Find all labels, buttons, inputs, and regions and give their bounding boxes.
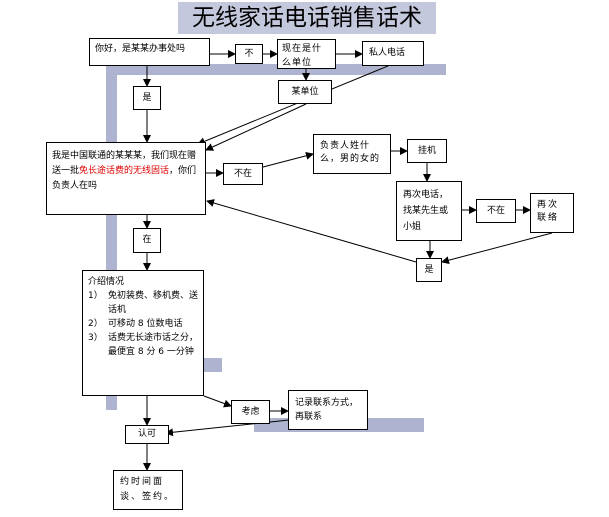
arrow-later-yes (441, 232, 553, 265)
arrow-list-consider (203, 395, 232, 408)
decor-band-mid (200, 358, 222, 372)
node-consider: 考虑 (231, 400, 270, 424)
arrow-yes-intro-back (206, 199, 417, 263)
node-intro-pitch: 我是中国联通的某某某，我们现在赠送一批免长途话费的无线固话，你们负责人在吗 (46, 142, 206, 215)
arrow-someunit-intro (205, 103, 307, 151)
node-in: 在 (133, 228, 161, 253)
intro-list-item: 1） 免初装费、移机费、送话机 (88, 291, 199, 315)
node-greeting: 你好，是某某办事处吗 (89, 38, 210, 66)
node-yes-2: 是 (416, 258, 442, 282)
pitch-highlight: 免长途话费的无线固话 (79, 166, 170, 176)
decor-band-top (106, 64, 446, 75)
node-record-contact: 记录联系方式，再联系 (288, 390, 368, 430)
arrow-notin-leader (262, 151, 314, 168)
node-yes-1: 是 (133, 86, 161, 110)
node-call-again: 再次电话，找某先生或小姐 (396, 181, 462, 241)
node-some-unit: 某单位 (278, 80, 332, 104)
node-hang-up: 挂机 (407, 139, 447, 163)
node-no-1: 不 (235, 44, 263, 64)
intro-list-item: 2） 可移动 8 位数电话 (88, 319, 183, 329)
decor-band-vertical (106, 64, 117, 410)
node-private-phone: 私人电话 (362, 41, 424, 66)
node-now-where: 现在是什么单位 (277, 39, 336, 69)
node-approve: 认可 (125, 425, 169, 444)
node-call-again-later: 再次联络 (530, 193, 574, 233)
node-intro-list: 介绍情况 1） 免初装费、移机费、送话机 2） 可移动 8 位数电话 3） 话费… (82, 270, 204, 396)
arrow-private-intro (197, 65, 389, 146)
node-no-2: 不在 (476, 199, 516, 223)
intro-list-heading: 介绍情况 (88, 277, 125, 287)
node-appointment: 约时间面谈、签约。 (113, 470, 183, 510)
intro-list-item: 3） 话费无长途市话之分，最便宜 8 分 6 一分钟 (88, 333, 199, 357)
page-title: 无线家话电话销售话术 (178, 2, 436, 34)
node-not-in: 不在 (223, 163, 263, 185)
arrow-record-approve (165, 419, 290, 437)
node-leader-name: 负责人姓什么，男的女的 (313, 134, 391, 174)
